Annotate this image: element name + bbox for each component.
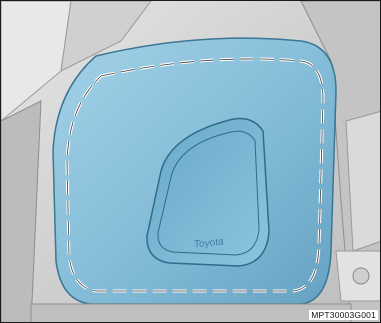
seat-cushion (31, 304, 351, 323)
figure-reference-code: MPT30003G001 (309, 310, 378, 320)
buckle-knob (353, 268, 369, 284)
